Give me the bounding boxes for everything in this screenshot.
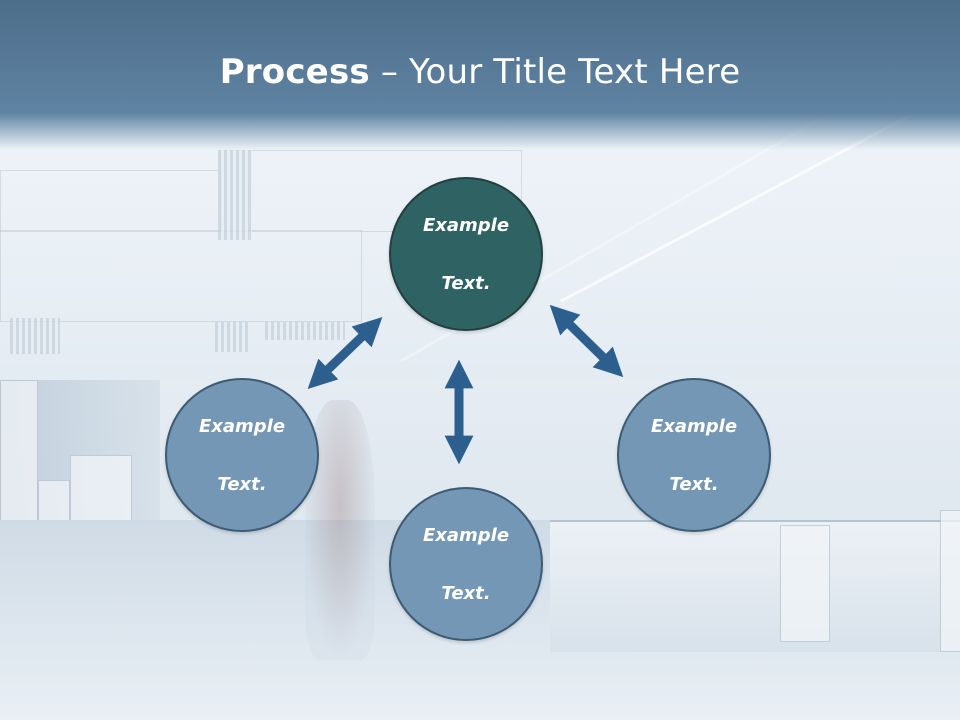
node-right-line1: Example xyxy=(650,415,738,437)
ceiling-vent xyxy=(215,322,249,352)
glass-wall xyxy=(550,520,960,652)
arrow-top-left xyxy=(307,317,383,389)
arrow-top-right xyxy=(549,304,624,378)
node-left-line1: Example xyxy=(198,415,286,437)
node-top-line1: Example xyxy=(422,214,510,236)
ceiling-vent xyxy=(218,150,252,240)
title-rest: – Your Title Text Here xyxy=(369,52,741,92)
node-top-line2: Text. xyxy=(441,272,491,294)
cabinet xyxy=(940,510,960,652)
ceiling-light xyxy=(10,318,60,354)
cabinet xyxy=(780,525,830,642)
node-bottom-line2: Text. xyxy=(441,582,491,604)
node-left-line2: Text. xyxy=(217,473,267,495)
title-bold: Process xyxy=(219,52,370,92)
ceiling-panel xyxy=(0,230,362,322)
slide-title: Process – Your Title Text Here xyxy=(0,52,960,92)
node-right-line2: Text. xyxy=(669,473,719,495)
node-bottom-line1: Example xyxy=(422,524,510,546)
title-banner xyxy=(0,0,960,150)
